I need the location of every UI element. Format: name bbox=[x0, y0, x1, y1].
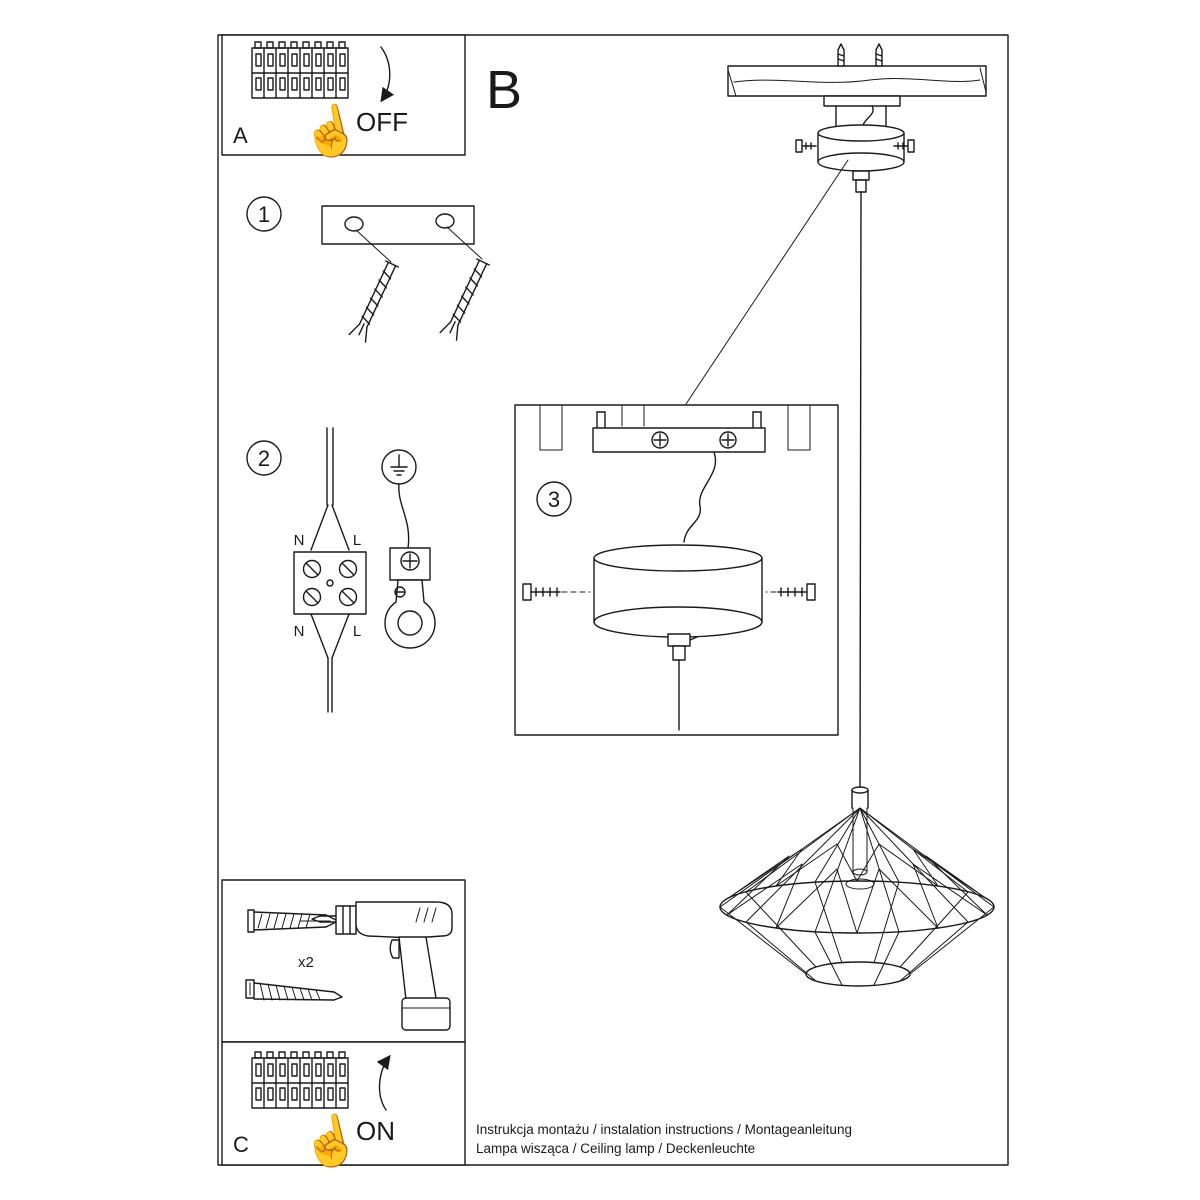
mounting-plate-drawing bbox=[321, 205, 475, 245]
canopy-drawing-small bbox=[817, 124, 905, 172]
outer-border bbox=[217, 34, 1009, 1166]
breaker-panel-a: ☝ A OFF bbox=[221, 34, 466, 165]
cage-lower-spokes bbox=[719, 881, 995, 986]
lamp-shade-drawing bbox=[719, 786, 995, 987]
arrow-up-icon bbox=[376, 1054, 391, 1111]
circuit-breaker-drawing bbox=[251, 1051, 349, 1109]
wall-plug-drawing bbox=[247, 909, 339, 933]
step-1-badge bbox=[246, 196, 282, 232]
screw-drawing bbox=[245, 979, 343, 1001]
step-2-number: 2 bbox=[258, 446, 270, 471]
cage-lattice bbox=[726, 843, 988, 934]
panel-a-label: A bbox=[233, 123, 248, 148]
footer-line-2: Lampa wisząca / Ceiling lamp / Deckenleu… bbox=[476, 1141, 755, 1156]
cage-bottom-ring bbox=[805, 961, 911, 987]
cord-grip-small bbox=[852, 170, 870, 193]
ring-terminal-drawing bbox=[384, 579, 436, 649]
wire-l bbox=[331, 613, 350, 659]
footer-line-1: Instrukcja montażu / instalation instruc… bbox=[476, 1122, 852, 1137]
wall-anchor-drawing bbox=[439, 257, 492, 341]
cord-grip-drawing bbox=[667, 633, 698, 661]
arrow-down-icon bbox=[380, 46, 395, 103]
anchor-quantity-label: x2 bbox=[298, 954, 314, 971]
hanger-bolt bbox=[875, 43, 883, 67]
drill-drawing bbox=[311, 901, 453, 1031]
panel-c-label: C bbox=[233, 1132, 249, 1157]
canopy-cable bbox=[683, 451, 717, 543]
wire-label-n-top: N bbox=[294, 532, 305, 549]
step-3-detail: 3 bbox=[514, 404, 839, 736]
step-2-badge bbox=[246, 440, 282, 476]
wire-label-l-top: L bbox=[353, 532, 361, 549]
step-1-number: 1 bbox=[258, 202, 270, 227]
mounting-bracket-drawing bbox=[592, 411, 766, 453]
step-3-badge bbox=[536, 481, 572, 517]
breaker-on-label: ON bbox=[356, 1116, 395, 1146]
wire-l bbox=[331, 504, 350, 551]
plate-hole-left bbox=[344, 216, 364, 232]
section-b-label: B bbox=[486, 60, 522, 120]
hanger-bolt bbox=[837, 43, 845, 67]
ground-terminal-drawing bbox=[389, 547, 431, 581]
tools-panel: x2 bbox=[221, 879, 466, 1043]
bracket-plate bbox=[823, 95, 901, 107]
cage-upper-spokes bbox=[719, 807, 995, 933]
wire-n bbox=[310, 613, 329, 659]
detail-leader-line bbox=[685, 159, 849, 405]
footer: Instrukcja montażu / instalation instruc… bbox=[476, 1122, 852, 1156]
terminal-block-drawing bbox=[293, 551, 367, 615]
wire-n bbox=[310, 504, 329, 551]
leader-line bbox=[446, 226, 483, 260]
canopy-drawing bbox=[593, 544, 763, 638]
leader-line bbox=[355, 229, 392, 263]
wood-grain bbox=[733, 78, 981, 83]
ceiling-section-marks bbox=[539, 405, 811, 451]
breaker-panel-c: ☝ C ON bbox=[221, 1041, 466, 1175]
wall-anchor-drawing bbox=[348, 259, 401, 343]
side-screw-left-small bbox=[795, 139, 817, 153]
step-2: 2 N L N L bbox=[246, 427, 436, 713]
plate-hole-right bbox=[435, 213, 455, 229]
ground-icon bbox=[381, 449, 417, 485]
side-screw-right-small bbox=[893, 139, 915, 153]
side-screw-left bbox=[522, 583, 591, 601]
step-3-number: 3 bbox=[548, 487, 560, 512]
breaker-off-label: OFF bbox=[356, 107, 408, 137]
ceiling-mount-drawing bbox=[685, 43, 987, 405]
wire-label-l-bottom: L bbox=[353, 623, 361, 640]
wire-label-n-bottom: N bbox=[294, 623, 305, 640]
side-screw-right bbox=[765, 583, 816, 601]
ground-wire bbox=[398, 483, 410, 549]
circuit-breaker-drawing bbox=[251, 41, 349, 99]
step-1: 1 bbox=[246, 196, 492, 343]
suspension-cable bbox=[859, 191, 862, 791]
